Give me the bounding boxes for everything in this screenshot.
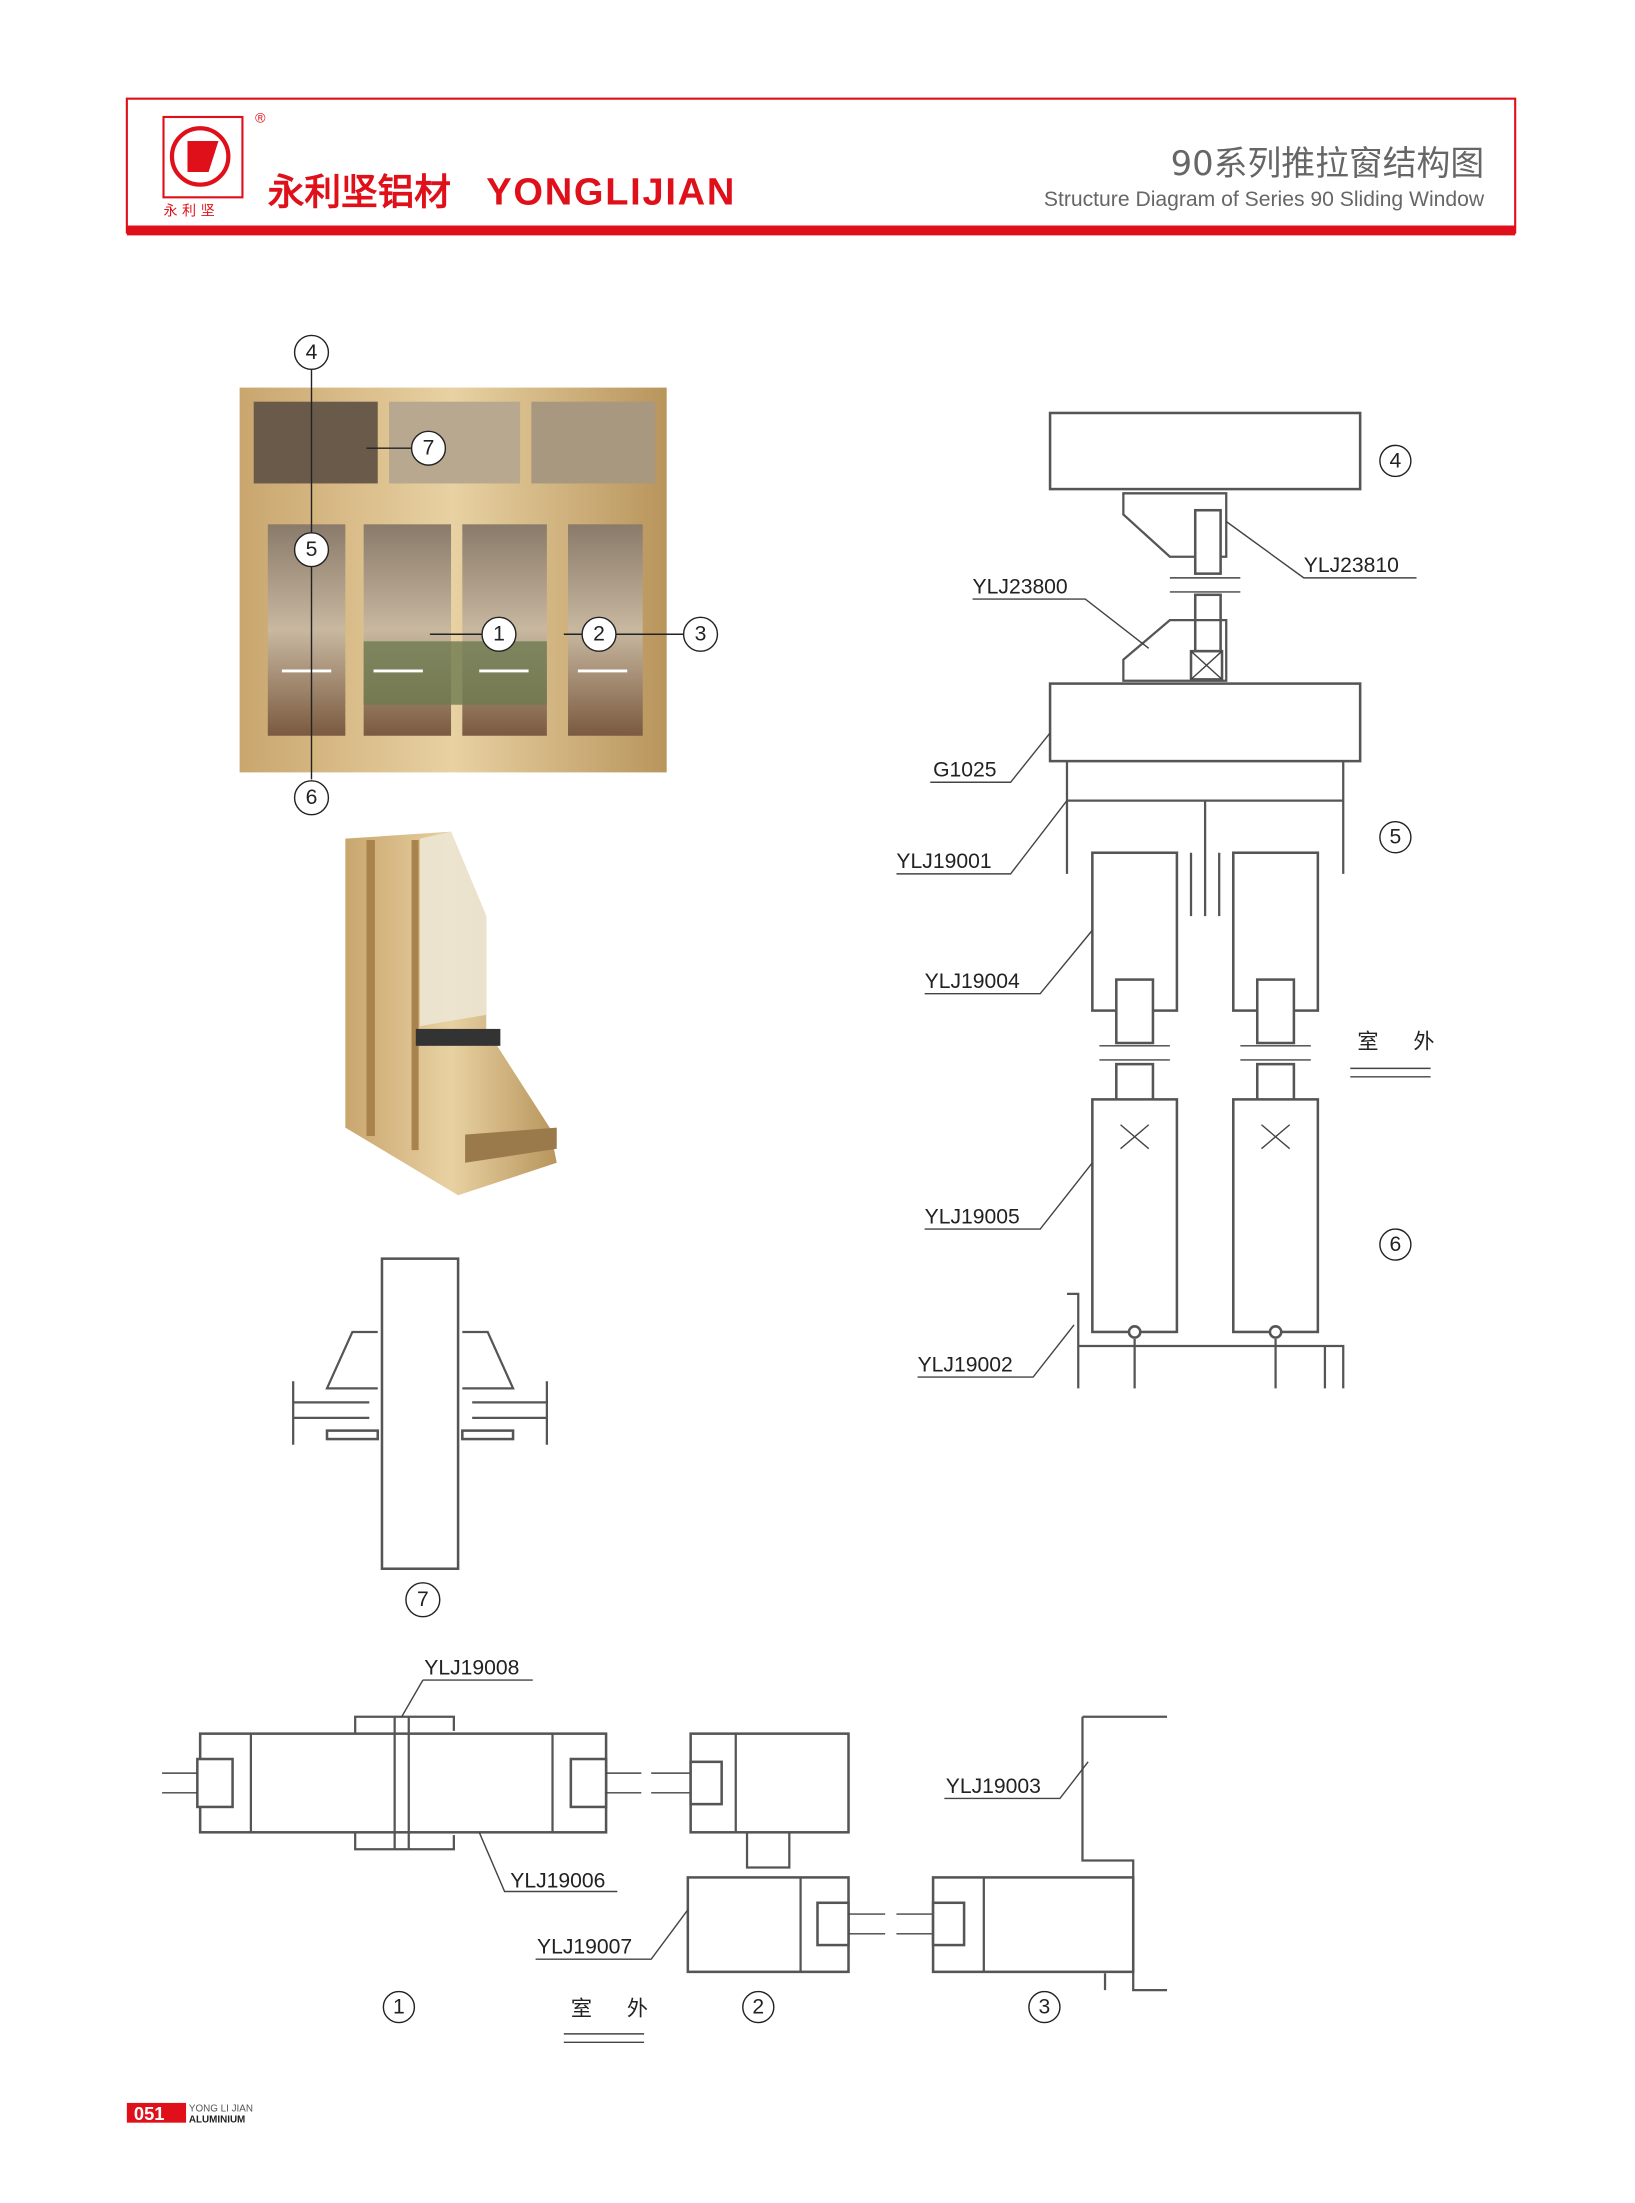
callout-1: 1: [493, 623, 505, 646]
callout-2-bottom: 2: [752, 1996, 764, 2019]
callout-7: 7: [423, 437, 435, 460]
label-ylj23800: YLJ23800: [973, 575, 1068, 598]
header: ® 永 利 坚 永利坚铝材 YONGLIJIAN 90系列推拉窗结构图 Stru…: [125, 97, 1517, 236]
footer-brand-line1: YONG LI JIAN: [189, 2103, 253, 2114]
callout-2: 2: [593, 623, 605, 646]
footer-brand-line2: ALUMINIUM: [189, 2115, 245, 2126]
outside-label-right: 室 外: [1357, 1029, 1448, 1054]
brand-name-en: YONGLIJIAN: [486, 171, 734, 213]
brand-logo: ® 永 利 坚: [162, 110, 266, 220]
photo-callouts: 4 7 5 1 2 3 6: [293, 334, 719, 816]
page-number: 051: [134, 2103, 165, 2124]
outside-label-bottom: 室 外: [571, 1996, 662, 2021]
label-ylj19005: YLJ19005: [925, 1205, 1020, 1228]
callout-4-right: 4: [1390, 449, 1402, 472]
callout-6-right: 6: [1390, 1233, 1402, 1256]
callout-5: 5: [306, 538, 318, 561]
horizontal-section-diagram: YLJ19008 YLJ19006 YLJ19007 YLJ19003 1 2 …: [162, 1656, 1168, 2044]
label-ylj19002: YLJ19002: [918, 1353, 1013, 1376]
callout-5-right: 5: [1390, 826, 1402, 849]
page-title-cn: 90系列推拉窗结构图: [1171, 144, 1485, 183]
footer: 051 YONG LI JIAN ALUMINIUM: [126, 2103, 253, 2126]
label-ylj19007: YLJ19007: [537, 1936, 632, 1959]
registered-mark: ®: [255, 110, 266, 126]
brand-name-cn: 永利坚铝材: [268, 170, 451, 213]
label-ylj19003: YLJ19003: [946, 1775, 1041, 1798]
label-ylj19004: YLJ19004: [925, 970, 1020, 993]
callout-4: 4: [306, 341, 318, 364]
label-ylj23810: YLJ23810: [1304, 554, 1399, 577]
profile-3d-render: [345, 831, 557, 1196]
mullion-section-7: 7: [292, 1257, 549, 1618]
callout-7-mullion: 7: [417, 1588, 429, 1611]
callout-6: 6: [306, 786, 318, 809]
callout-1-bottom: 1: [393, 1996, 405, 2019]
callout-3-bottom: 3: [1039, 1996, 1051, 2019]
label-ylj19006: YLJ19006: [510, 1869, 605, 1892]
label-g1025: G1025: [933, 759, 996, 782]
vertical-section-diagram: YLJ23810 YLJ23800 G1025 YLJ19001 YLJ1900…: [896, 411, 1448, 1389]
window-photo: [239, 369, 684, 780]
page-title-en: Structure Diagram of Series 90 Sliding W…: [1044, 188, 1485, 211]
label-ylj19008: YLJ19008: [424, 1656, 519, 1679]
label-ylj19001: YLJ19001: [896, 850, 991, 873]
callout-3: 3: [695, 623, 707, 646]
logo-text: 永 利 坚: [164, 204, 215, 220]
